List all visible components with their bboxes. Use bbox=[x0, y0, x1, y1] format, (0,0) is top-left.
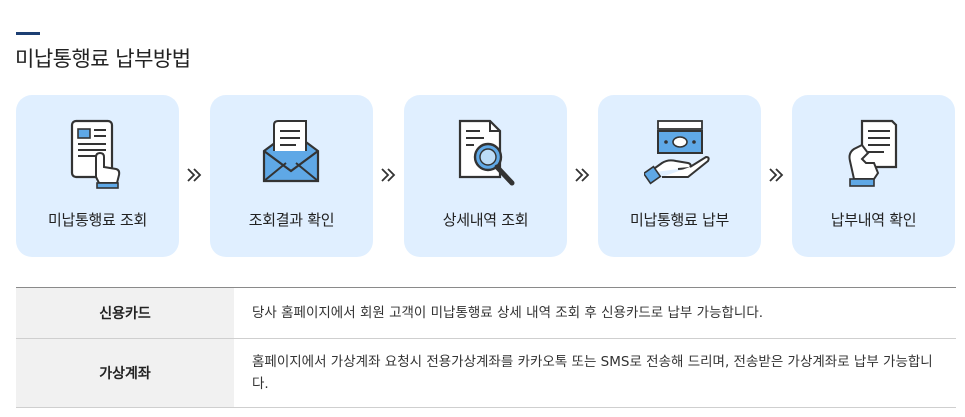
table-row: 신용카드 당사 홈페이지에서 회원 고객이 미납통행료 상세 내역 조회 후 신… bbox=[16, 287, 956, 339]
table-row: 가상계좌 홈페이지에서 가상계좌 요청시 전용가상계좌를 카카오톡 또는 SMS… bbox=[16, 338, 956, 408]
double-chevron-right-icon bbox=[381, 168, 396, 182]
step-label: 상세내역 조회 bbox=[442, 211, 529, 229]
step-label: 미납통행료 조회 bbox=[48, 211, 147, 229]
title-accent-bar bbox=[16, 32, 40, 35]
payment-methods-table: 신용카드 당사 홈페이지에서 회원 고객이 미납통행료 상세 내역 조회 후 신… bbox=[16, 287, 956, 408]
document-magnifier-icon bbox=[458, 119, 515, 186]
document-hand-pointer-icon bbox=[70, 119, 121, 189]
payment-process-steps: 미납통행료 조회 조회결과 확인 상세내역 조회 bbox=[16, 95, 956, 257]
double-chevron-right-icon bbox=[575, 168, 590, 182]
step-label: 납부내역 확인 bbox=[830, 211, 917, 229]
open-envelope-icon bbox=[262, 120, 320, 183]
method-description: 당사 홈페이지에서 회원 고객이 미납통행료 상세 내역 조회 후 신용카드로 … bbox=[234, 287, 956, 339]
step-detail-inquiry: 상세내역 조회 bbox=[404, 95, 567, 257]
hand-document-icon bbox=[848, 119, 898, 187]
step-label: 미납통행료 납부 bbox=[630, 211, 729, 229]
method-name: 신용카드 bbox=[16, 287, 234, 339]
double-chevron-right-icon bbox=[769, 168, 784, 182]
double-chevron-right-icon bbox=[187, 168, 202, 182]
method-description: 홈페이지에서 가상계좌 요청시 전용가상계좌를 카카오톡 또는 SMS로 전송해… bbox=[252, 354, 933, 392]
step-result-check: 조회결과 확인 bbox=[210, 95, 373, 257]
page-title: 미납통행료 납부방법 bbox=[15, 47, 191, 71]
step-unpaid-toll-payment: 미납통행료 납부 bbox=[598, 95, 761, 257]
method-name: 가상계좌 bbox=[16, 338, 234, 408]
money-hand-icon bbox=[644, 120, 710, 185]
step-payment-history-check: 납부내역 확인 bbox=[792, 95, 955, 257]
step-unpaid-toll-inquiry: 미납통행료 조회 bbox=[16, 95, 179, 257]
step-label: 조회결과 확인 bbox=[248, 211, 335, 229]
